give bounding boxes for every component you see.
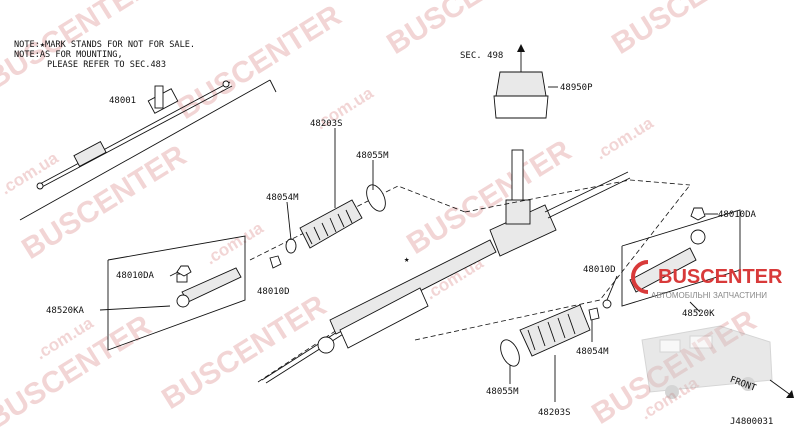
label-48054m-right: 48054M: [576, 347, 609, 357]
right-tie-rod-group: 48010DA 48520K: [621, 207, 757, 319]
bus-watermark-image: [641, 325, 773, 399]
not-for-sale-star: ★: [404, 255, 410, 265]
note-line-1: NOTE:★MARK STANDS FOR NOT FOR SALE.: [14, 40, 195, 50]
label-48055m-bottom: 48055M: [486, 387, 519, 397]
rack-assembly-thumbnail: 48001: [19, 79, 277, 221]
label-48203s-bottom: 48203S: [538, 408, 571, 418]
label-48520k: 48520K: [682, 309, 715, 319]
right-boot-group: 48010D 48054M 48055M 48203S: [414, 179, 691, 418]
main-steering-rack: ★: [257, 149, 631, 384]
watermark-domain: .com.ua: [202, 218, 267, 268]
left-tie-rod-group: 48010DA 48520KA: [46, 235, 246, 351]
label-48520ka: 48520KA: [46, 306, 85, 316]
label-48203s-top: 48203S: [310, 119, 343, 129]
label-48950p: 48950P: [560, 83, 593, 93]
label-48055m-top: 48055M: [356, 151, 389, 161]
label-48010d-right: 48010D: [583, 265, 616, 275]
label-48010da-left: 48010DA: [116, 271, 155, 281]
note-line-3: PLEASE REFER TO SEC.483: [47, 60, 166, 70]
label-48001: 48001: [109, 96, 136, 106]
note-line-2: NOTE:AS FOR MOUNTING,: [14, 50, 123, 60]
label-sec498: SEC. 498: [460, 51, 503, 61]
label-48010d-left: 48010D: [257, 287, 290, 297]
watermark-brand: BUSCENTER: [171, 0, 347, 126]
watermark-domain: .com.ua: [592, 113, 657, 163]
buscenter-logo: BUSCENTER АВТОМОБІЛЬНІ ЗАПЧАСТИНИ: [631, 260, 783, 300]
watermark-brand: BUSCENTER: [606, 0, 782, 61]
watermark-domain: .com.ua: [0, 148, 62, 198]
label-48010da-right: 48010DA: [718, 210, 757, 220]
left-boot-group: 48203S 48055M 48054M 48010D: [249, 119, 466, 297]
arrow-icon: [786, 390, 794, 398]
logo-title: BUSCENTER: [658, 266, 783, 288]
logo-mark-icon: [631, 260, 649, 294]
diagram-code: J4800031: [730, 417, 773, 427]
label-48054m-left: 48054M: [266, 193, 299, 203]
upper-boot-group: SEC. 498 48950P: [460, 44, 593, 119]
logo-subtitle: АВТОМОБІЛЬНІ ЗАПЧАСТИНИ: [651, 291, 767, 300]
